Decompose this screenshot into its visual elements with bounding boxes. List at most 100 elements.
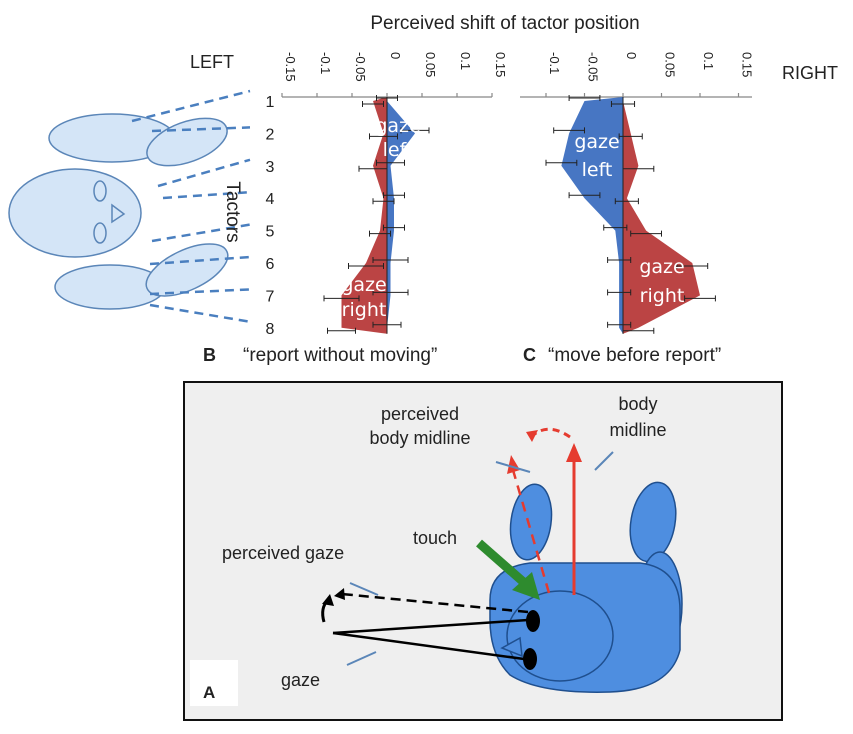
x-tick-label: -0.1 xyxy=(318,52,333,74)
panel-b-letter: B xyxy=(203,345,216,365)
tactor-leader xyxy=(151,223,251,243)
error-bar xyxy=(348,263,384,269)
tactor-leader xyxy=(151,126,251,133)
a-perceived-gaze-arrowhead xyxy=(334,588,345,600)
error-bar xyxy=(568,192,601,199)
error-bar xyxy=(622,327,655,334)
a-arm-upper-left xyxy=(509,483,553,561)
left-label: LEFT xyxy=(190,52,234,72)
schematic-head xyxy=(8,113,229,310)
x-tick-label: 0.15 xyxy=(493,52,508,77)
a-body-label-2: midline xyxy=(609,420,666,440)
tactor-number: 8 xyxy=(266,321,275,338)
a-head xyxy=(506,590,614,682)
panel-c-caption: “move before report” xyxy=(548,345,721,366)
error-bar xyxy=(607,321,632,328)
x-tick-label: -0.05 xyxy=(353,52,368,82)
error-bar xyxy=(372,198,395,205)
error-bar xyxy=(372,257,409,263)
error-bar xyxy=(553,127,585,134)
a-gaze-line-bottom xyxy=(332,631,525,661)
a-midline-rotation-arrowhead xyxy=(526,430,538,442)
error-bar xyxy=(603,224,628,231)
a-arm-upper-right xyxy=(629,481,677,563)
right-label: RIGHT xyxy=(782,63,838,83)
c-gaze-right-word-2: right xyxy=(640,285,685,307)
a-eye-bottom xyxy=(523,648,537,670)
error-bar xyxy=(376,95,398,101)
c-gaze-right-word-1: gaze xyxy=(639,256,684,278)
tactor-number: 2 xyxy=(266,126,275,143)
error-bar xyxy=(610,101,636,107)
a-gaze-label: gaze xyxy=(281,670,320,690)
schematic-head-body xyxy=(8,168,142,258)
tactor-leader xyxy=(149,255,251,266)
error-bar xyxy=(383,224,405,231)
area-gaze-left xyxy=(387,97,415,334)
x-tick-label: 0.1 xyxy=(458,52,473,70)
tactor-number: 4 xyxy=(266,191,275,208)
tactor-number: 1 xyxy=(266,94,275,111)
tactor-leader xyxy=(149,303,251,324)
tactor-leader xyxy=(131,89,251,123)
error-bar xyxy=(372,289,409,296)
a-nose xyxy=(500,636,523,658)
x-tick-label: 0 xyxy=(388,52,403,59)
tactor-number: 5 xyxy=(266,224,275,241)
a-gaze-line-top xyxy=(332,618,529,635)
error-bar xyxy=(376,159,405,166)
error-bar xyxy=(607,257,632,263)
tactor-leader xyxy=(149,288,251,296)
c-gaze-left-word-1: gaze xyxy=(574,131,619,153)
error-bar xyxy=(676,263,709,269)
a-perceived-midline-arrow xyxy=(511,469,551,594)
a-pointer-lines xyxy=(346,451,614,666)
a-body-midline-arrowhead xyxy=(566,443,582,462)
error-bar xyxy=(622,165,655,172)
tactor-leader-lines xyxy=(131,89,251,324)
tactor-number: 7 xyxy=(266,288,275,305)
a-body-label-1: body xyxy=(618,394,657,414)
schematic-nose xyxy=(111,203,126,224)
error-bar xyxy=(323,295,360,302)
error-bar xyxy=(369,230,391,237)
b-gaze-left-word-2: left xyxy=(383,139,414,161)
a-eye-top xyxy=(526,610,540,632)
top-title: Perceived shift of tactor position xyxy=(370,13,639,34)
error-bar xyxy=(607,289,632,296)
schematic-eye-top xyxy=(93,180,107,202)
x-tick-label: 0 xyxy=(624,52,639,59)
tactor-number: 3 xyxy=(266,159,275,176)
error-bar xyxy=(618,133,643,140)
area-gaze-left xyxy=(561,97,623,334)
x-tick-label: 0.1 xyxy=(701,52,716,70)
panel-c-letter: C xyxy=(523,345,536,365)
x-tick-label: 0.15 xyxy=(740,52,755,77)
a-touch-arrowhead xyxy=(512,572,540,600)
x-tick-label: 0.05 xyxy=(423,52,438,77)
error-bar xyxy=(545,159,578,166)
a-touch-label: touch xyxy=(413,528,457,548)
error-bar xyxy=(369,133,398,140)
a-perceived-gaze-label: perceived gaze xyxy=(222,543,344,563)
x-tick-label: 0.05 xyxy=(663,52,678,77)
error-bar xyxy=(327,327,356,334)
b-gaze-right-word-2: right xyxy=(342,299,387,321)
a-perceived-label-1: perceived xyxy=(381,404,459,424)
error-bar xyxy=(362,101,384,107)
tactor-number: 6 xyxy=(266,256,275,273)
panel-a-letter: A xyxy=(203,683,215,702)
error-bar xyxy=(383,192,405,199)
panel-a-letter-box xyxy=(190,660,238,706)
x-tick-label: -0.05 xyxy=(586,52,601,82)
error-bar xyxy=(372,321,402,328)
schematic-eye-bottom xyxy=(93,222,107,244)
schematic-arm-lower-right xyxy=(145,243,229,297)
a-gaze-rotation-arrowhead xyxy=(322,594,334,606)
b-gaze-right-word-1: gaze xyxy=(341,274,386,296)
b-gaze-left-word-1: gaze xyxy=(375,115,420,137)
area-gaze-right xyxy=(623,97,700,334)
